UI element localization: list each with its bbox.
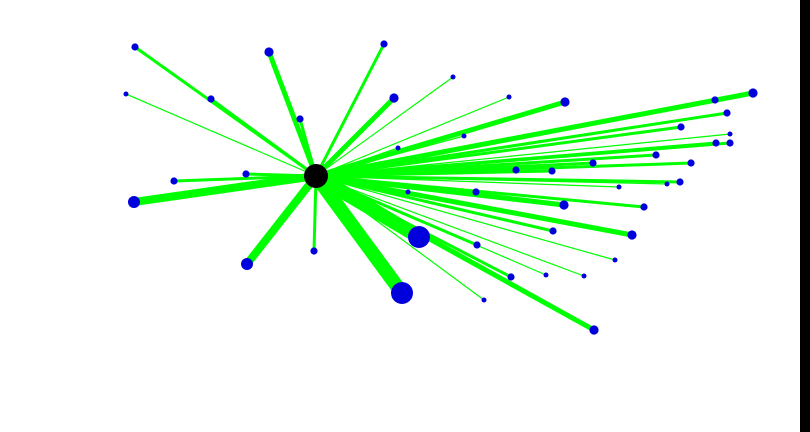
node-n19 <box>548 167 556 175</box>
node-n11 <box>380 40 388 48</box>
edge-n24 <box>315 174 681 184</box>
edge-n46 <box>314 173 596 333</box>
edge-n25 <box>315 161 692 178</box>
node-n4 <box>207 95 215 103</box>
node-n8 <box>310 247 318 255</box>
node-n10 <box>264 47 274 57</box>
node-n30 <box>727 131 733 137</box>
node-n39 <box>408 226 430 248</box>
node-n41 <box>473 241 481 249</box>
node-n32 <box>712 139 720 147</box>
node-n42 <box>507 273 515 281</box>
node-n25 <box>687 159 695 167</box>
edge-n36 <box>315 174 645 209</box>
node-layer <box>123 40 758 335</box>
node-n2 <box>170 177 178 185</box>
node-n9 <box>296 115 304 123</box>
edge-n43 <box>315 175 547 276</box>
edge-n28 <box>315 90 754 179</box>
edge-n5 <box>125 93 317 177</box>
node-n16 <box>506 94 512 100</box>
edge-n40 <box>310 171 408 298</box>
node-n22 <box>652 151 660 159</box>
node-n45 <box>612 257 618 263</box>
node-n26 <box>677 123 685 131</box>
edge-n29 <box>315 111 728 178</box>
edge-n1 <box>133 172 317 206</box>
edge-n12 <box>314 96 396 178</box>
edge-n13 <box>315 76 454 177</box>
node-n17 <box>560 97 570 107</box>
node-n14 <box>395 145 401 151</box>
edge-n7 <box>243 173 320 267</box>
node-n1 <box>128 196 140 208</box>
node-n46 <box>589 325 599 335</box>
edge-n6 <box>134 45 317 178</box>
node-n27 <box>711 96 719 104</box>
edge-n2 <box>173 174 317 183</box>
node-n29 <box>723 109 731 117</box>
node-n28 <box>748 88 758 98</box>
node-n18 <box>512 166 520 174</box>
edge-n16 <box>315 96 510 177</box>
edge-n32 <box>315 141 717 178</box>
node-n12 <box>389 93 399 103</box>
edge-n11 <box>314 43 386 177</box>
node-n7 <box>241 258 253 270</box>
edge-n8 <box>312 175 318 252</box>
node-n40 <box>391 282 413 304</box>
node-n35 <box>559 200 569 210</box>
edge-n47 <box>315 175 485 301</box>
edge-n45 <box>315 175 616 261</box>
node-n37 <box>549 227 557 235</box>
edge-n44 <box>315 175 585 277</box>
edge-layer <box>125 43 754 333</box>
node-n43 <box>543 272 549 278</box>
node-n38 <box>627 230 637 240</box>
node-n15 <box>461 133 467 139</box>
hub-node <box>304 164 328 188</box>
node-n5 <box>123 91 129 97</box>
node-n3 <box>242 170 250 178</box>
window-edge-bar <box>800 0 810 432</box>
edge-n10 <box>266 51 319 177</box>
node-n47 <box>481 297 487 303</box>
node-n33 <box>405 189 411 195</box>
node-n31 <box>726 139 734 147</box>
node-n24 <box>676 178 684 186</box>
node-n13 <box>450 74 456 80</box>
node-n44 <box>581 273 587 279</box>
node-n36 <box>640 203 648 211</box>
edge-n17 <box>315 99 566 179</box>
node-n6 <box>131 43 139 51</box>
edge-n38 <box>315 173 633 238</box>
node-n34 <box>472 188 480 196</box>
node-n20 <box>589 159 597 167</box>
node-n23 <box>664 181 670 187</box>
node-n21 <box>616 184 622 190</box>
